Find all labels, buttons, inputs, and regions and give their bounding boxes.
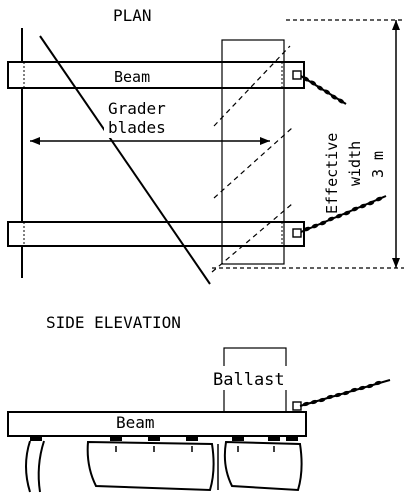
effective-width-line1: Effective xyxy=(323,133,341,214)
side-ballast-label: Ballast xyxy=(213,370,285,390)
plan-upper-beam-label: Beam xyxy=(114,68,150,86)
plan-long-diagonal xyxy=(39,35,211,285)
plan-blade-dash-1 xyxy=(213,45,291,127)
plan-upper-chain xyxy=(300,75,347,105)
side-hitch xyxy=(292,401,302,411)
plan-upper-hitch xyxy=(292,70,302,80)
plan-blades-label-line1: Grader xyxy=(108,99,166,118)
plan-upper-beam xyxy=(7,61,305,89)
plan-title: PLAN xyxy=(113,6,152,25)
side-chain xyxy=(299,379,391,407)
effective-width-label-2: width xyxy=(346,141,364,186)
plan-blades-label-line2: blades xyxy=(108,118,166,137)
plan-dimension-arrow-right xyxy=(260,137,270,145)
side-middle-blade xyxy=(86,440,215,492)
side-bolts xyxy=(30,436,298,441)
effective-width-line3: 3 m xyxy=(369,151,387,178)
side-beam-label: Beam xyxy=(116,413,155,432)
side-ballast-label-backing xyxy=(208,366,308,390)
effective-width-arrow-bottom xyxy=(392,258,400,268)
plan-dimension-arrow-left xyxy=(30,137,40,145)
plan-lower-beam xyxy=(7,221,305,247)
plan-lower-hitch xyxy=(292,228,302,238)
plan-blade-dash-2 xyxy=(213,127,293,199)
plan-blades-label-backing xyxy=(104,96,190,138)
effective-width-line2: width xyxy=(346,141,364,186)
plan-lower-chain xyxy=(300,195,387,233)
side-right-blade xyxy=(223,440,303,492)
effective-width-label: Effective xyxy=(323,133,341,214)
side-left-blade xyxy=(25,440,45,493)
side-beam xyxy=(7,411,307,437)
side-elevation-title: SIDE ELEVATION xyxy=(46,313,181,332)
effective-width-label-3: 3 m xyxy=(369,151,387,178)
effective-width-arrow-top xyxy=(392,20,400,30)
plan-ballast-box xyxy=(221,39,285,265)
